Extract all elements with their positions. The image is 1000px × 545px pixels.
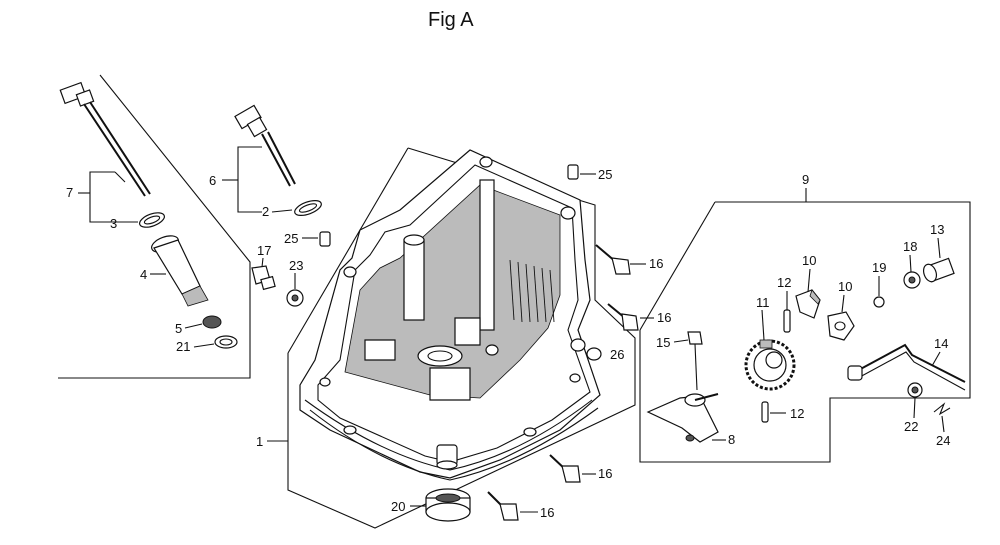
callout-13: 13 bbox=[930, 222, 944, 237]
part-bolt-17 bbox=[251, 265, 276, 291]
callout-10-right: 10 bbox=[838, 279, 852, 294]
part-dowel-pin-25-top bbox=[567, 164, 579, 180]
callout-1: 1 bbox=[256, 434, 263, 449]
part-dipstick-6 bbox=[234, 104, 296, 187]
callout-15: 15 bbox=[656, 335, 670, 350]
part-sleeve-13 bbox=[922, 257, 955, 283]
part-bolt-16-bottom bbox=[487, 491, 519, 521]
part-dipstick-left bbox=[59, 81, 151, 197]
part-bolt-16-lower bbox=[549, 454, 581, 483]
part-bolt-15 bbox=[687, 331, 703, 391]
callout-20: 20 bbox=[391, 499, 405, 514]
callout-17: 17 bbox=[257, 243, 271, 258]
callout-16-bottom: 16 bbox=[540, 505, 554, 520]
part-governor-arm-14 bbox=[847, 343, 966, 391]
callout-4: 4 bbox=[140, 267, 147, 282]
part-oil-seal-20 bbox=[425, 488, 471, 522]
callout-7: 7 bbox=[66, 185, 73, 200]
callout-2: 2 bbox=[262, 204, 269, 219]
callout-21: 21 bbox=[176, 339, 190, 354]
callout-12-upper: 12 bbox=[777, 275, 791, 290]
part-weight-10-left bbox=[795, 289, 821, 319]
part-pin-12-upper bbox=[783, 309, 791, 333]
part-clip-5 bbox=[202, 315, 222, 329]
callout-25-right: 25 bbox=[598, 167, 612, 182]
callout-9: 9 bbox=[802, 172, 809, 187]
part-dowel-pin-25 bbox=[319, 231, 331, 247]
callout-5: 5 bbox=[175, 321, 182, 336]
part-weight-10-right bbox=[827, 311, 855, 341]
governor-group-frame bbox=[639, 201, 971, 463]
part-governor-holder-8 bbox=[646, 393, 719, 443]
part-pin-12-lower bbox=[761, 401, 769, 423]
part-washer-26 bbox=[586, 347, 602, 361]
part-governor-gear-11 bbox=[744, 339, 796, 391]
part-oring-21 bbox=[214, 335, 238, 349]
part-oring-2 bbox=[294, 200, 322, 216]
callout-25-left: 25 bbox=[284, 231, 298, 246]
callout-16-upper: 16 bbox=[649, 256, 663, 271]
part-clip-19 bbox=[873, 296, 885, 308]
callout-16-middle: 16 bbox=[657, 310, 671, 325]
callout-18: 18 bbox=[903, 239, 917, 254]
part-pin-24 bbox=[933, 402, 951, 416]
callout-3: 3 bbox=[110, 216, 117, 231]
callout-11: 11 bbox=[756, 295, 770, 310]
callout-12-lower: 12 bbox=[790, 406, 804, 421]
callout-24: 24 bbox=[936, 433, 950, 448]
callout-26: 26 bbox=[610, 347, 624, 362]
callout-10-left: 10 bbox=[802, 253, 816, 268]
callout-6: 6 bbox=[209, 173, 216, 188]
callout-16-lower: 16 bbox=[598, 466, 612, 481]
crankcase-frame bbox=[287, 147, 636, 529]
part-crankcase bbox=[299, 149, 601, 481]
part-filler-tube bbox=[151, 235, 209, 307]
dipstick-inset-panel bbox=[58, 74, 251, 379]
callout-23: 23 bbox=[289, 258, 303, 273]
callout-22: 22 bbox=[904, 419, 918, 434]
part-bolt-16-upper bbox=[595, 244, 631, 275]
part-bolt-16-middle bbox=[607, 303, 639, 331]
callout-14: 14 bbox=[934, 336, 948, 351]
callout-19: 19 bbox=[872, 260, 886, 275]
part-oring-3 bbox=[139, 212, 165, 228]
figure-title: Fig A bbox=[428, 9, 474, 31]
callout-8: 8 bbox=[728, 432, 735, 447]
